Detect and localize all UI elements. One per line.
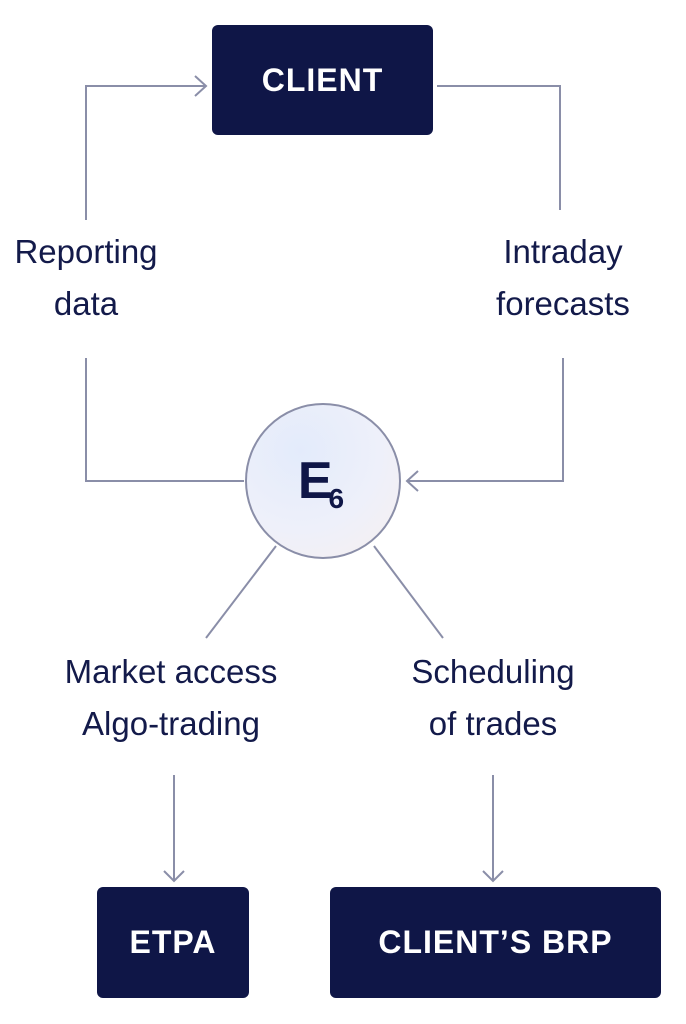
market-access-line-2: Algo-trading [82,705,260,742]
market-access-label: Market access Algo-trading [30,646,312,750]
arrowhead-brp [482,870,504,883]
e6-logo: E6 [297,451,348,514]
arrowhead-client [194,75,208,97]
connector-hub-to-scheduling [373,545,444,639]
reporting-data-line-1: Reporting [14,233,158,270]
arrowhead-etpa [163,870,185,883]
reporting-data-label: Reporting data [0,226,172,330]
e6-logo-letter: E [297,452,333,510]
etpa-node: ETPA [97,887,249,998]
connector-client-to-intraday [437,85,561,210]
intraday-forecasts-line-1: Intraday [503,233,623,270]
client-node-label: CLIENT [261,61,384,98]
connector-hub-to-market [205,545,277,639]
arrowhead-hub [405,470,419,492]
e6-logo-subscript: 6 [328,483,345,514]
client-brp-node: CLIENT’S BRP [330,887,661,998]
etpa-node-label: ETPA [129,924,217,960]
connector-reporting-to-client [85,85,206,220]
scheduling-line-2: of trades [428,705,558,742]
connector-intraday-to-hub [407,358,564,482]
intraday-forecasts-label: Intraday forecasts [468,226,658,330]
client-brp-node-label: CLIENT’S BRP [378,924,613,960]
scheduling-label: Scheduling of trades [382,646,604,750]
connector-hub-to-reporting [85,358,244,482]
reporting-data-line-2: data [53,285,119,322]
intraday-forecasts-line-2: forecasts [496,285,630,322]
market-access-line-1: Market access [64,653,278,690]
client-node: CLIENT [212,25,433,135]
e6-hub: E6 [245,403,401,559]
scheduling-line-1: Scheduling [411,653,575,690]
